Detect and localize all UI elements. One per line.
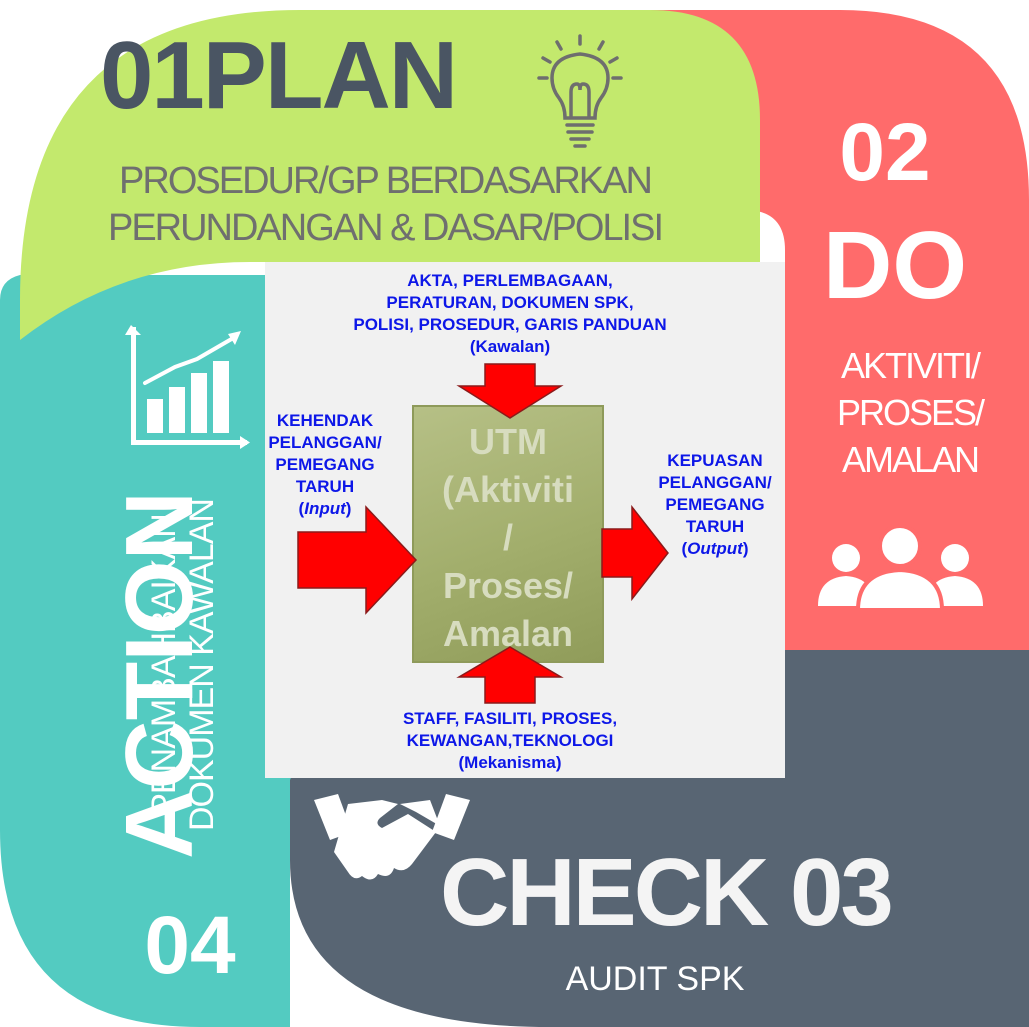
process-line: UTM xyxy=(469,421,547,462)
input-line: TARUH xyxy=(295,477,355,496)
action-description-line: DOKUMEN KAWALAN xyxy=(183,499,221,831)
input-word: Input xyxy=(304,499,346,518)
mechanism-line: KEWANGAN,TEKNOLOGI xyxy=(406,731,614,750)
controls-line: PERATURAN, DOKUMEN SPK, xyxy=(386,293,634,312)
input-label: (Input) xyxy=(250,498,400,520)
controls-text: AKTA, PERLEMBAGAAN, PERATURAN, DOKUMEN S… xyxy=(290,270,730,358)
output-text: KEPUASAN PELANGGAN/ PEMEGANG TARUH (Outp… xyxy=(635,450,795,560)
action-number: 04 xyxy=(144,900,236,991)
input-text: KEHENDAK PELANGGAN/ PEMEGANG TARUH (Inpu… xyxy=(250,410,400,520)
output-line: KEPUASAN xyxy=(667,451,763,470)
plan-description-line: PROSEDUR/GP BERDASARKAN xyxy=(119,160,653,202)
do-title: DO xyxy=(823,212,967,319)
controls-line: POLISI, PROSEDUR, GARIS PANDUAN xyxy=(353,315,667,334)
do-description: AKTIVITI/ PROSES/ AMALAN xyxy=(795,342,1025,483)
do-description-line: AMALAN xyxy=(841,439,980,480)
input-arrow-icon xyxy=(297,505,418,615)
do-description-line: AKTIVITI/ xyxy=(840,345,981,386)
control-arrow-icon xyxy=(456,363,564,419)
check-segment xyxy=(290,650,1029,1027)
do-number: 02 xyxy=(839,107,931,198)
bar-chart-icon xyxy=(125,325,250,449)
process-line: Amalan xyxy=(442,613,574,654)
controls-line: (Kawalan) xyxy=(469,337,551,356)
input-close-paren: ) xyxy=(345,499,352,518)
mechanism-arrow-icon xyxy=(456,646,564,704)
lightbulb-icon xyxy=(537,34,623,148)
check-title: CHECK 03 xyxy=(440,839,894,946)
output-line: PEMEGANG xyxy=(665,495,765,514)
mechanism-line: STAFF, FASILITI, PROSES, xyxy=(402,709,618,728)
people-icon xyxy=(818,524,983,612)
mechanism-line: (Mekanisma) xyxy=(458,753,562,772)
input-line: PEMEGANG xyxy=(275,455,375,474)
action-segment xyxy=(0,275,300,1027)
input-line: KEHENDAK xyxy=(276,411,374,430)
plan-title: 01PLAN xyxy=(100,22,458,129)
output-arrow-icon xyxy=(601,504,669,602)
process-line: Proses/ xyxy=(442,565,574,606)
process-line: / xyxy=(502,517,513,558)
input-open-paren: ( xyxy=(298,499,305,518)
controls-line: AKTA, PERLEMBAGAAN, xyxy=(407,271,613,290)
plan-description-line: PERUNDANGAN & DASAR/POLISI xyxy=(107,207,664,249)
output-open-paren: ( xyxy=(681,539,688,558)
output-label: (Output) xyxy=(635,538,795,560)
plan-segment xyxy=(20,10,760,340)
do-description-line: PROSES/ xyxy=(836,392,985,433)
output-line: PELANGGAN/ xyxy=(658,473,772,492)
action-description-line: PENAMBAHBAIKAN xyxy=(145,514,183,816)
process-text: UTM (Aktiviti / Proses/ Amalan xyxy=(412,418,604,658)
handshake-icon xyxy=(314,794,470,880)
check-description: AUDIT SPK xyxy=(565,960,745,998)
process-line: (Aktiviti xyxy=(441,469,574,510)
mechanism-text: STAFF, FASILITI, PROSES, KEWANGAN,TEKNOL… xyxy=(340,708,680,774)
output-word: Output xyxy=(687,539,743,558)
output-close-paren: ) xyxy=(742,539,749,558)
process-box xyxy=(412,405,604,663)
input-line: PELANGGAN/ xyxy=(268,433,382,452)
action-description: PENAMBAHBAIKAN DOKUMEN KAWALAN xyxy=(145,499,221,831)
output-line: TARUH xyxy=(685,517,745,536)
plan-description: PROSEDUR/GP BERDASARKAN PERUNDANGAN & DA… xyxy=(40,158,730,252)
